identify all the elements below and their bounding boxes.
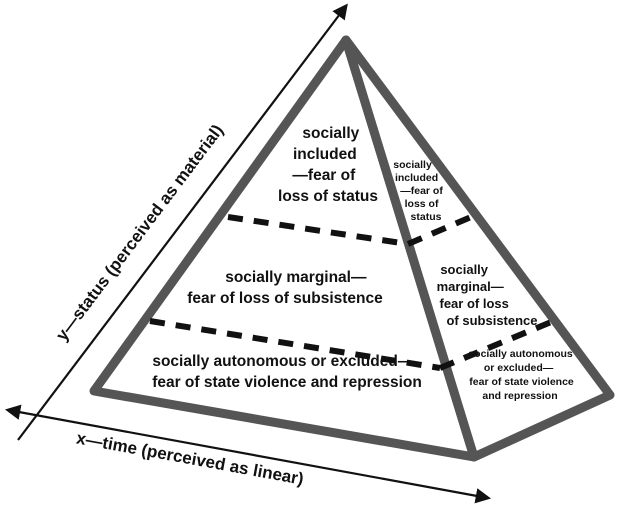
side-divider-upper — [406, 211, 480, 247]
side-top-label: socially included —fear of loss of statu… — [393, 159, 445, 223]
front-bottom-label: socially autonomous or excluded— fear of… — [152, 353, 422, 391]
front-divider-upper — [227, 214, 409, 247]
y-axis-arrow — [17, 3, 348, 441]
front-divider-lower — [149, 318, 441, 371]
side-divider-lower — [438, 317, 558, 371]
front-middle-label: socially marginal— fear of loss of subsi… — [187, 269, 383, 307]
side-middle-label: socially marginal— fear of loss of subsi… — [437, 262, 538, 328]
side-bottom-label: socially autonomous or excluded— fear of… — [468, 348, 576, 402]
front-top-label: socially included —fear of loss of statu… — [278, 125, 378, 205]
x-axis-arrow — [4, 404, 492, 504]
pyramid-side-face — [341, 35, 615, 462]
